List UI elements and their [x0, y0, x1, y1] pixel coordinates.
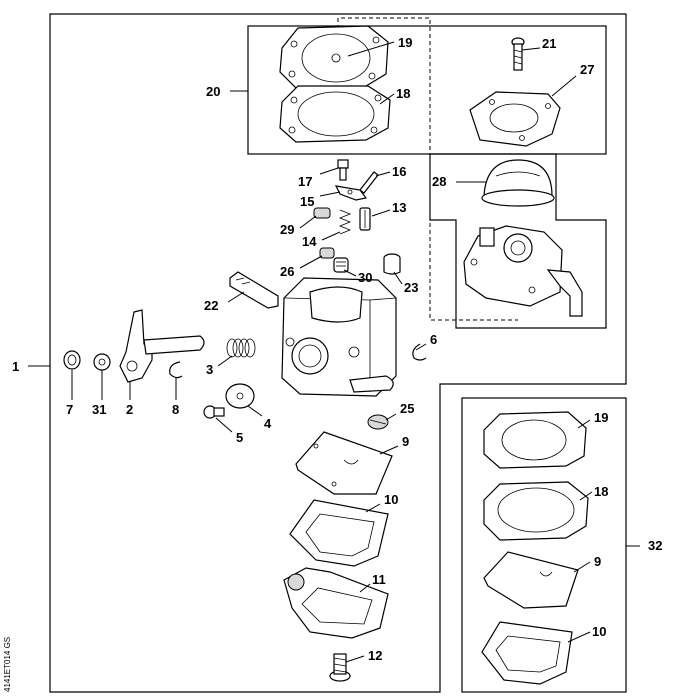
- part-2-throttle-lever: [119, 309, 205, 383]
- part-28-primer-bulb: [481, 159, 555, 207]
- part-13-inlet-needle: [359, 207, 371, 231]
- label-20: 20: [206, 84, 220, 99]
- label-5: 5: [236, 430, 243, 445]
- pump-housing: [463, 225, 583, 317]
- part-11-end-cover: [283, 567, 389, 639]
- label-16: 16: [392, 164, 406, 179]
- primer-frame: [429, 153, 607, 329]
- part-16-pin: [359, 171, 379, 194]
- label-23: 23: [404, 280, 418, 295]
- part-17-screw: [337, 159, 349, 181]
- label-19-kit: 19: [594, 410, 608, 425]
- label-9-kit: 9: [594, 554, 601, 569]
- part-31-washer: [93, 353, 111, 371]
- label-30: 30: [358, 270, 372, 285]
- label-1: 1: [12, 359, 19, 374]
- label-3: 3: [206, 362, 213, 377]
- label-13: 13: [392, 200, 406, 215]
- part-8-clip: [169, 361, 183, 379]
- part-18-gasket: [279, 85, 391, 143]
- label-14: 14: [302, 234, 317, 249]
- label-27: 27: [580, 62, 594, 77]
- label-10-kit: 10: [592, 624, 606, 639]
- part-21-screw: [511, 37, 525, 71]
- label-32: 32: [648, 538, 662, 553]
- label-18-kit: 18: [594, 484, 608, 499]
- label-22: 22: [204, 298, 218, 313]
- label-6: 6: [430, 332, 437, 347]
- label-19: 19: [398, 35, 412, 50]
- part-12-screw: [329, 653, 351, 682]
- part-4-shutter: [225, 383, 255, 409]
- part-3-spring: [226, 338, 256, 358]
- label-29: 29: [280, 222, 294, 237]
- label-15: 15: [300, 194, 314, 209]
- part-14-spring: [338, 209, 352, 235]
- part-26-plug: [319, 247, 335, 259]
- part-6-clip: [412, 343, 427, 361]
- part-30-bushing: [333, 257, 349, 273]
- leader-lines: [28, 41, 640, 663]
- label-21: 21: [542, 36, 556, 51]
- label-2: 2: [126, 402, 133, 417]
- label-8: 8: [172, 402, 179, 417]
- label-10: 10: [384, 492, 398, 507]
- label-18: 18: [396, 86, 410, 101]
- label-25: 25: [400, 401, 414, 416]
- part-29-needle-seat: [313, 207, 331, 219]
- label-12: 12: [368, 648, 382, 663]
- label-11: 11: [372, 572, 386, 587]
- part-10-gasket: [289, 499, 389, 567]
- part-10-gasket-kit: [481, 621, 573, 685]
- part-22-shaft: [229, 271, 279, 309]
- part-27-flange: [469, 91, 561, 147]
- main-assembly-frame: [49, 13, 627, 693]
- label-4: 4: [264, 416, 272, 431]
- part-25-strainer: [367, 414, 389, 430]
- part-9-diaphragm: [295, 431, 393, 495]
- label-17: 17: [298, 174, 312, 189]
- drawing-code: 4141ET014 GS: [3, 637, 12, 692]
- part-23-cap: [383, 253, 401, 275]
- label-26: 26: [280, 264, 294, 279]
- diaphragm-kit-frame: [247, 25, 607, 155]
- label-9: 9: [402, 434, 409, 449]
- part-15-lever: [334, 185, 368, 201]
- part-18-gasket-kit: [483, 481, 589, 541]
- label-7: 7: [66, 402, 73, 417]
- label-28: 28: [432, 174, 446, 189]
- part-5-screw: [203, 405, 225, 419]
- carburetor-body: [281, 277, 397, 397]
- part-9-diaphragm-kit: [483, 551, 579, 609]
- part-19-diaphragm-kit: [483, 411, 587, 469]
- repair-kit-frame: [461, 397, 627, 693]
- label-31: 31: [92, 402, 106, 417]
- part-7-bushing: [63, 350, 81, 370]
- part-19-diaphragm: [279, 25, 389, 89]
